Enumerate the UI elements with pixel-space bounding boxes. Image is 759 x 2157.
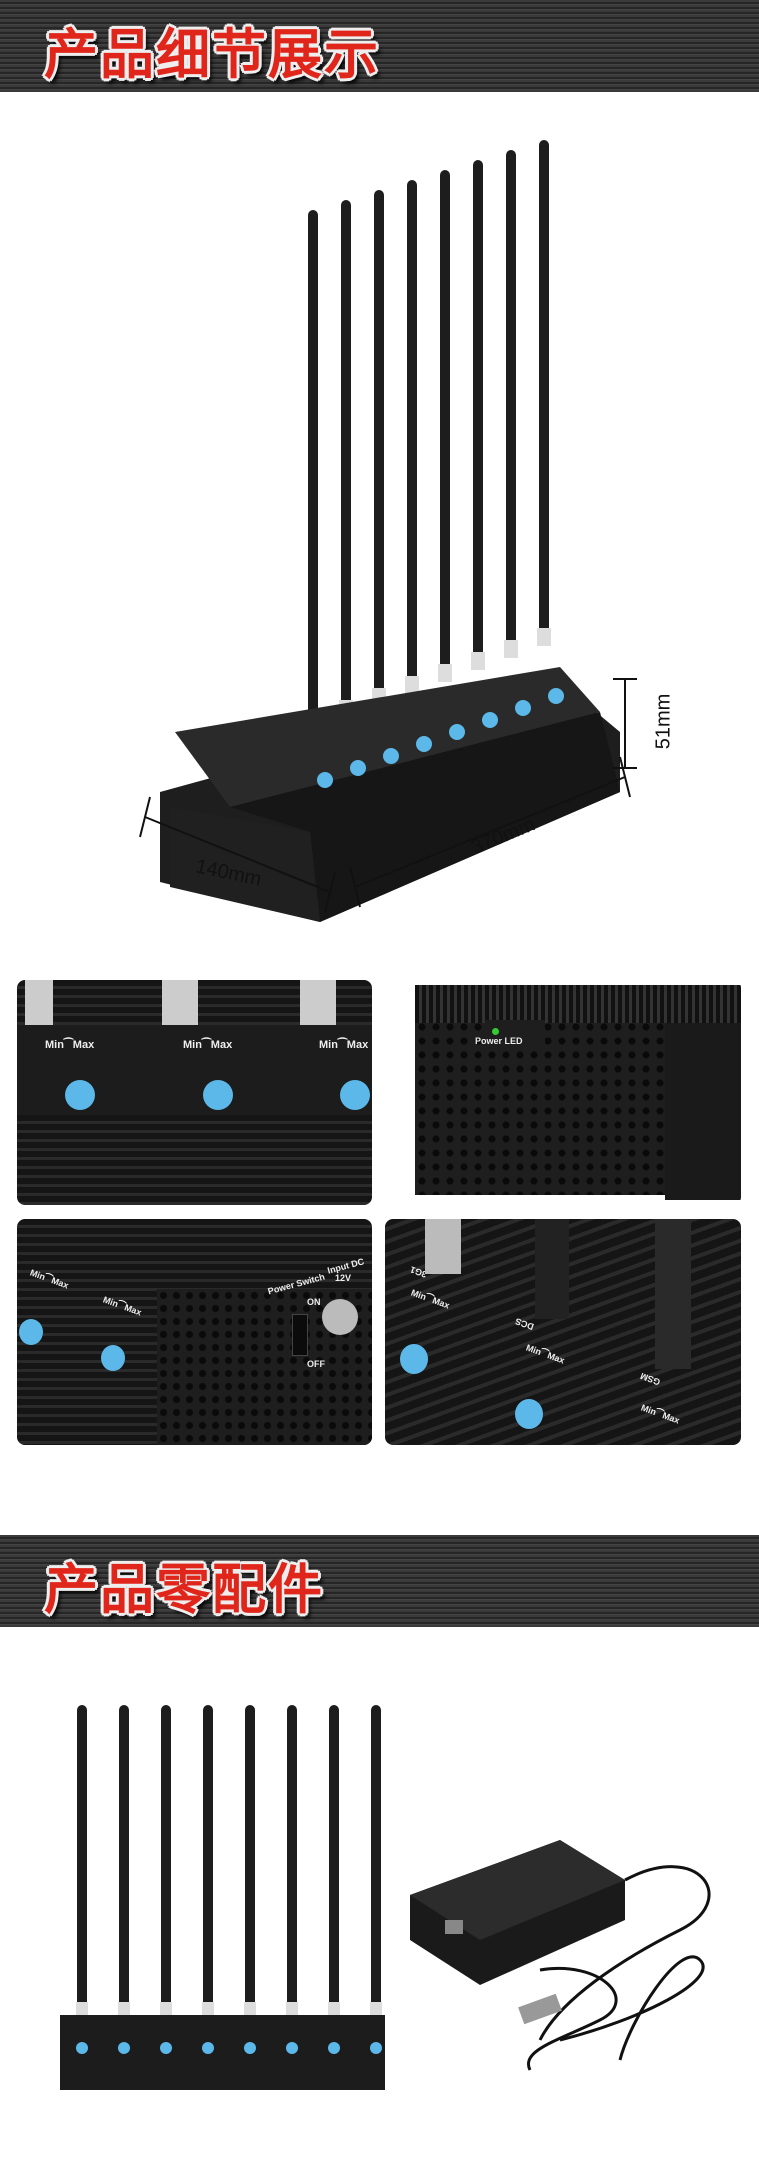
antenna [407, 180, 417, 694]
knob [19, 1319, 43, 1345]
knob [416, 736, 432, 752]
antenna [440, 170, 450, 682]
antenna [341, 200, 351, 718]
antenna [203, 1705, 213, 2020]
knob [400, 1344, 428, 1374]
antenna [374, 190, 384, 706]
antenna [287, 1705, 297, 2020]
antenna [308, 210, 318, 730]
section-banner-details: 产品细节展示 [0, 0, 759, 92]
knob [203, 1080, 233, 1110]
knob-label: Min⁀Max [183, 1039, 233, 1051]
knob [101, 1345, 125, 1371]
antenna [506, 150, 516, 658]
knob [482, 712, 498, 728]
knob [244, 2042, 256, 2054]
knob [118, 2042, 130, 2054]
antenna [539, 140, 549, 646]
dimension-height: 51mm [652, 693, 675, 750]
knob-label: Min⁀Max [28, 1267, 70, 1291]
knob-label: Min⁀Max [101, 1294, 143, 1318]
knob [286, 2042, 298, 2054]
knob [383, 748, 399, 764]
antenna [473, 160, 483, 670]
detail-photo-bands: 3G1 DCS GSM Min⁀Max Min⁀Max Min⁀Max [385, 1219, 741, 1445]
product-main-image [139, 140, 637, 922]
knob [328, 2042, 340, 2054]
band-label: GSM [638, 1370, 662, 1388]
antenna [119, 1705, 129, 2020]
knob [515, 700, 531, 716]
knob-label: Min⁀Max [524, 1342, 566, 1366]
knob [340, 1080, 370, 1110]
section-title: 产品细节展示 [44, 23, 380, 86]
detail-photo-knobs: Min⁀Max Min⁀Max Min⁀Max [17, 980, 372, 1205]
knob-label: Min⁀Max [639, 1402, 681, 1426]
on-label: ON [307, 1297, 321, 1307]
knob [202, 2042, 214, 2054]
detail-photo-power-switch: Power Switch ON OFF Input DC 12V Min⁀Max… [17, 1219, 372, 1445]
knob [65, 1080, 95, 1110]
antenna [161, 1705, 171, 2020]
section-banner-accessories: 产品零配件 [0, 1535, 759, 1627]
detail-photo-power-led: Power LED [385, 980, 741, 1205]
knob [350, 760, 366, 776]
knob [548, 688, 564, 704]
antenna [371, 1705, 381, 2020]
knob-label: Min⁀Max [409, 1287, 451, 1311]
knob-label: Min⁀Max [319, 1039, 369, 1051]
antenna [77, 1705, 87, 2020]
knob [76, 2042, 88, 2054]
voltage-label: 12V [335, 1273, 352, 1283]
knob [317, 772, 333, 788]
power-led-label: Power LED [475, 1036, 523, 1046]
band-label: DCS [513, 1316, 536, 1332]
knob [449, 724, 465, 740]
knob [370, 2042, 382, 2054]
knob [160, 2042, 172, 2054]
knob [515, 1399, 543, 1429]
antenna [245, 1705, 255, 2020]
accessories-image [60, 1705, 711, 2090]
knob-label: Min⁀Max [45, 1039, 95, 1051]
antenna [329, 1705, 339, 2020]
section-title: 产品零配件 [44, 1558, 324, 1621]
off-label: OFF [307, 1359, 325, 1369]
